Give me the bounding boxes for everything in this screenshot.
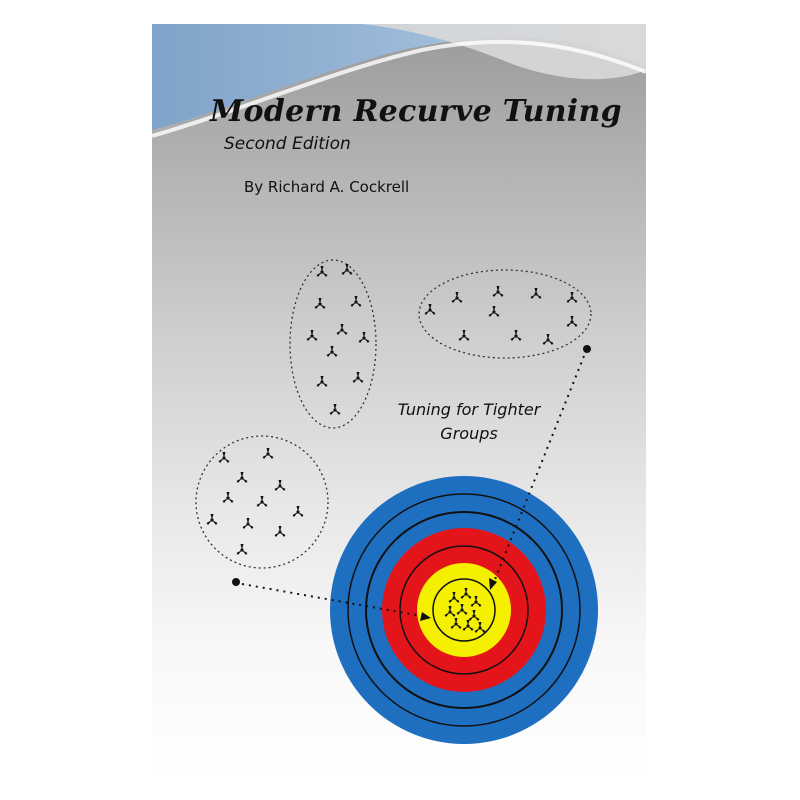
pointer-line-left (232, 578, 431, 621)
circle-group-arrows (206, 448, 304, 555)
circle-group-outline (195, 435, 329, 569)
book-author: By Richard A. Cockrell (244, 178, 410, 196)
vertical-group-outline (289, 259, 377, 429)
tagline-line-2: Groups (440, 424, 498, 443)
book-title: Modern Recurve Tuning (210, 94, 622, 129)
cover-artwork (152, 24, 646, 744)
archery-target-icon (330, 476, 598, 744)
top-banner (152, 24, 646, 130)
horizontal-group-outline (418, 269, 592, 359)
pointer-line-right (489, 345, 591, 590)
tagline-line-1: Tuning for Tighter (397, 400, 541, 419)
book-edition: Second Edition (224, 134, 351, 154)
vertical-group-arrows (306, 264, 370, 415)
horizontal-group-arrows (424, 286, 578, 345)
banner-swoosh (362, 24, 646, 80)
book-tagline: Tuning for Tighter Groups (374, 398, 564, 446)
book-cover: Modern Recurve Tuning Second Edition By … (152, 24, 646, 776)
